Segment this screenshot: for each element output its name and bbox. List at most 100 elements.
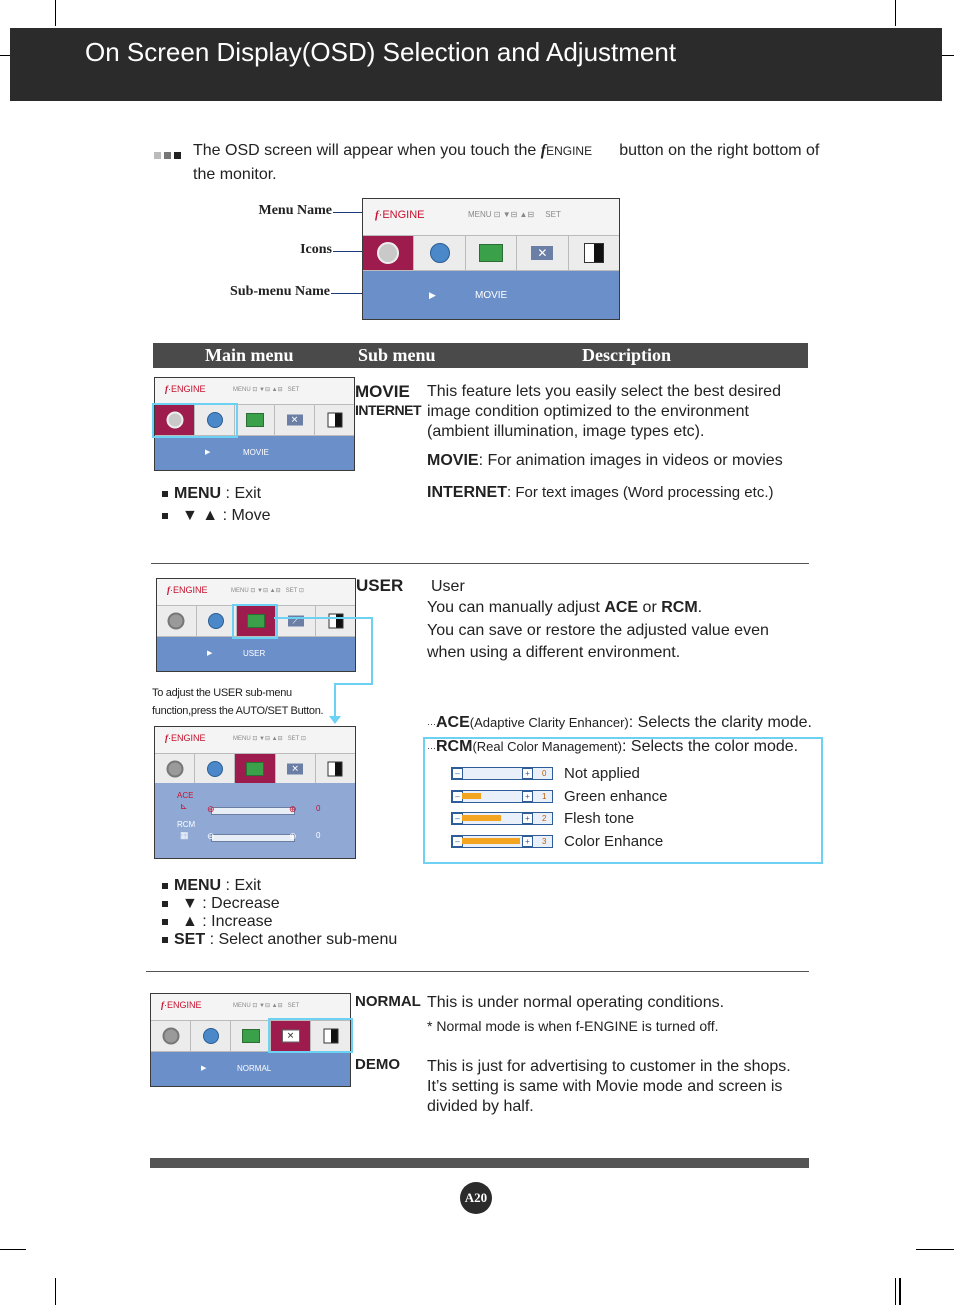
rcm-option-value: 2 xyxy=(542,814,547,823)
picture-icon xyxy=(479,244,504,262)
picture-icon xyxy=(241,1029,260,1043)
half-screen-icon xyxy=(327,412,342,428)
globe-icon xyxy=(202,1028,219,1044)
rcm-option-label: Green enhance xyxy=(564,787,668,805)
osd-menu-controls: MENU ⊡ ▼⊟ ▲⊟ SET xyxy=(233,1003,300,1009)
osd-icon-demo xyxy=(315,405,354,435)
submenu-movie: MOVIE xyxy=(355,382,410,401)
submenu-user: USER xyxy=(356,576,404,595)
close-box-icon: ✕ xyxy=(286,414,303,426)
osd-user-adjust: f·ENGINE MENU ⊡ ▼⊟ ▲⊟ SET ⊡ ✕ ACE ⊾ ⊖ ⊕ … xyxy=(154,726,356,859)
highlight-frame xyxy=(232,604,278,639)
play-arrow-icon: ▶ xyxy=(201,1065,207,1072)
osd-icon-internet xyxy=(414,236,466,270)
osd-menu-controls: MENU ⊡ ▼⊟ ▲⊟ SET xyxy=(468,210,561,219)
osd-icon-movie xyxy=(157,606,197,636)
osd-icon-demo xyxy=(315,754,356,783)
ace-description: ···ACE(Adaptive Clarity Enhancer): Selec… xyxy=(427,714,812,731)
globe-icon xyxy=(208,613,225,629)
table-header: Main menu Sub menu Description xyxy=(153,343,808,368)
rcm-option-label: Flesh tone xyxy=(564,810,635,827)
plus-icon: ⊕ xyxy=(289,831,297,841)
label-menu-name: Menu Name xyxy=(258,203,333,218)
key-item: ▼ : Decrease xyxy=(162,895,397,913)
close-box-icon: ✕ xyxy=(287,763,304,774)
osd-icon-user xyxy=(235,754,276,783)
col-main-menu: Main menu xyxy=(205,345,294,365)
rcm-fill-bar xyxy=(462,792,482,799)
intro-text: The OSD screen will appear when you touc… xyxy=(193,139,833,186)
osd-icon-movie xyxy=(155,405,195,435)
half-screen-icon xyxy=(328,613,344,629)
osd-icon-movie xyxy=(155,754,196,783)
crop-mark xyxy=(55,1278,56,1305)
col-description: Description xyxy=(582,345,671,365)
col-sub-menu: Sub menu xyxy=(358,345,436,365)
connector-line xyxy=(334,683,336,717)
globe-icon xyxy=(206,760,223,777)
crop-mark xyxy=(895,0,896,26)
fengine-logo: f·ENGINE xyxy=(161,1000,202,1010)
ace-slider xyxy=(211,807,295,815)
ace-icon: ⊾ xyxy=(180,801,188,811)
play-arrow-icon: ▶ xyxy=(205,449,211,456)
key-item: SET : Select another sub-menu xyxy=(162,931,397,949)
plus-icon: + xyxy=(522,790,533,802)
film-reel-icon xyxy=(167,612,185,630)
ace-label: ACE xyxy=(177,791,194,800)
osd-icon-user xyxy=(231,1021,271,1051)
rcm-option-label: Not applied xyxy=(564,765,640,782)
close-box-icon: ✕ xyxy=(531,246,554,260)
osd-icon-demo xyxy=(568,236,620,270)
osd-icon-normal: ✕ xyxy=(271,1021,311,1051)
leader-line xyxy=(333,212,363,213)
half-screen-icon xyxy=(323,1028,338,1044)
user-note: To adjust the USER sub-menu function,pre… xyxy=(152,687,324,717)
key-item: MENU : Exit xyxy=(162,485,271,503)
osd-icon-demo xyxy=(316,606,355,636)
half-screen-icon xyxy=(583,243,604,263)
key-item: ▲ : Increase xyxy=(162,913,397,931)
plus-icon: + xyxy=(522,835,533,847)
crop-mark xyxy=(0,55,10,56)
rcm-option-slider: –+3 xyxy=(451,834,553,848)
minus-icon: ⊖ xyxy=(207,804,215,814)
rcm-option-value: 3 xyxy=(542,836,547,846)
minus-icon: – xyxy=(452,768,463,779)
osd-icon-user xyxy=(236,606,277,636)
movie-key-list: MENU : Exit ▼ ▲ : Move xyxy=(162,485,271,525)
movie-description: This feature lets you easily select the … xyxy=(427,383,781,440)
crop-mark xyxy=(899,1278,901,1305)
crop-mark xyxy=(55,0,56,26)
osd-icon-internet xyxy=(195,405,235,435)
rcm-option-slider: –+1 xyxy=(451,789,553,803)
half-screen-icon xyxy=(327,761,343,776)
connector-line xyxy=(371,617,373,683)
fengine-logo: f·ENGINE xyxy=(165,384,206,394)
osd-icon-user xyxy=(465,236,518,270)
rcm-option-label: Color Enhance xyxy=(564,832,664,850)
submenu-normal: NORMAL xyxy=(355,993,421,1010)
crop-mark xyxy=(942,55,954,56)
osd-icon-normal: ✕ xyxy=(275,754,316,783)
picture-icon xyxy=(246,761,264,776)
minus-icon: ⊖ xyxy=(207,831,215,841)
plus-icon: ⊕ xyxy=(289,804,297,814)
header-bar xyxy=(10,28,942,101)
osd-menu-controls: MENU ⊡ ▼⊟ ▲⊟ SET ⊡ xyxy=(231,588,304,594)
osd-icon-movie xyxy=(151,1021,191,1051)
label-submenu-name: Sub-menu Name xyxy=(230,284,330,299)
normal-note: * Normal mode is when f-ENGINE is turned… xyxy=(427,1018,719,1034)
play-arrow-icon: ▶ xyxy=(207,650,213,657)
label-icons: Icons xyxy=(300,242,332,257)
section-divider xyxy=(146,971,809,972)
rcm-label: RCM xyxy=(177,820,196,829)
highlight-frame xyxy=(152,403,238,438)
user-line2: You can manually adjust ACE or RCM. xyxy=(427,599,703,616)
fengine-logo: f·ENGINE xyxy=(165,733,206,743)
osd-submenu-name: USER xyxy=(243,649,266,658)
rcm-option-slider: –+2 xyxy=(451,812,553,825)
osd-icon-internet xyxy=(196,606,237,636)
user-line3: You can save or restore the adjusted val… xyxy=(427,622,769,661)
user-line1: User xyxy=(431,578,465,595)
